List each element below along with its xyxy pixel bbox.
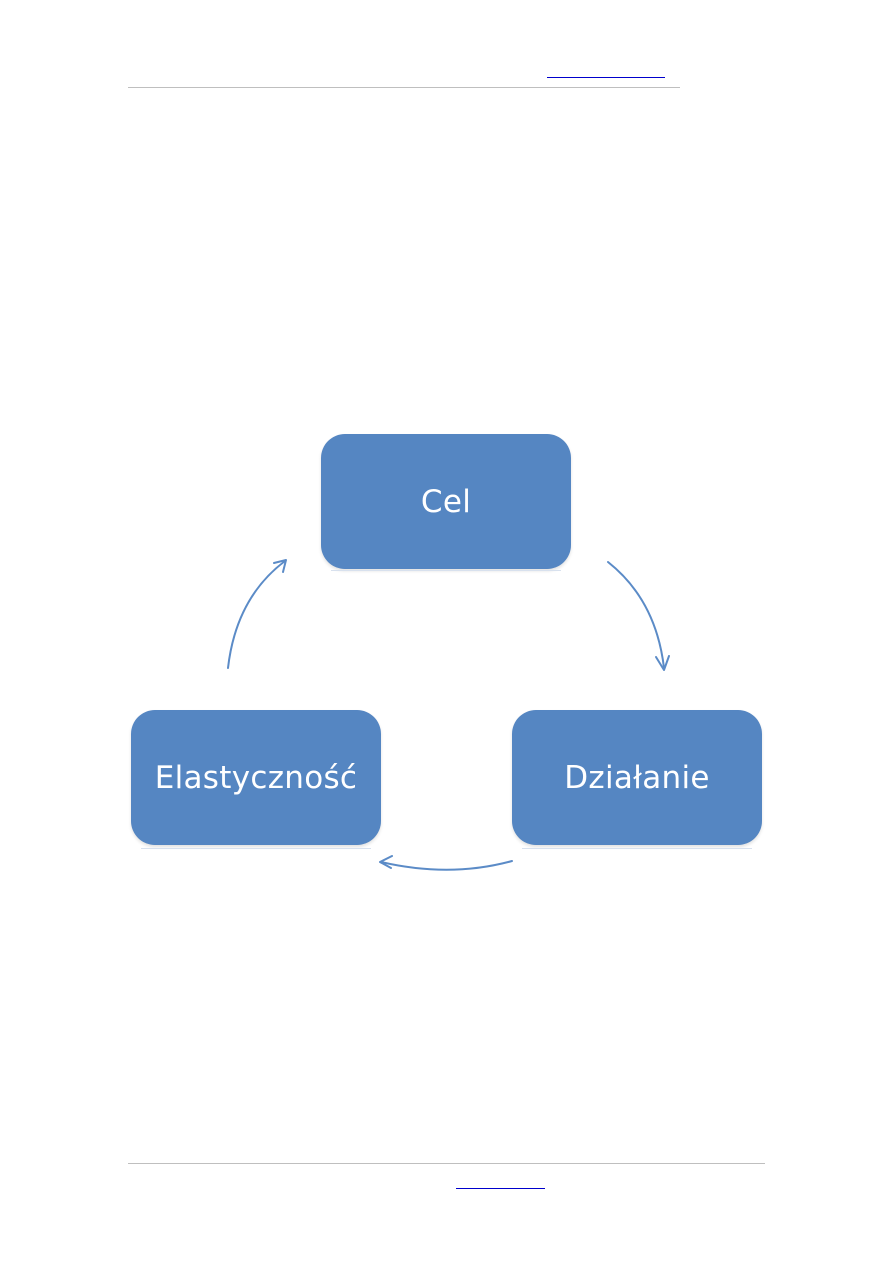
arrow-cel-to-dzialanie <box>607 561 670 671</box>
node-elastycznosc-label: Elastyczność <box>154 759 358 796</box>
header-link-underline[interactable] <box>547 77 665 78</box>
arrow-dzialanie-to-elastycznosc <box>379 855 513 871</box>
footer-divider <box>128 1163 765 1164</box>
node-cel-label: Cel <box>420 483 472 520</box>
node-elastycznosc: Elastyczność <box>131 710 381 845</box>
node-cel: Cel <box>321 434 571 569</box>
footer-link-underline[interactable] <box>456 1188 545 1189</box>
node-cel-reflection <box>331 570 561 571</box>
arrow-elastycznosc-to-cel <box>227 559 287 669</box>
header-divider <box>128 87 680 88</box>
node-dzialanie-label: Działanie <box>564 759 710 796</box>
node-dzialanie-reflection <box>522 848 752 849</box>
node-dzialanie: Działanie <box>512 710 762 845</box>
node-elastycznosc-reflection <box>141 848 371 849</box>
